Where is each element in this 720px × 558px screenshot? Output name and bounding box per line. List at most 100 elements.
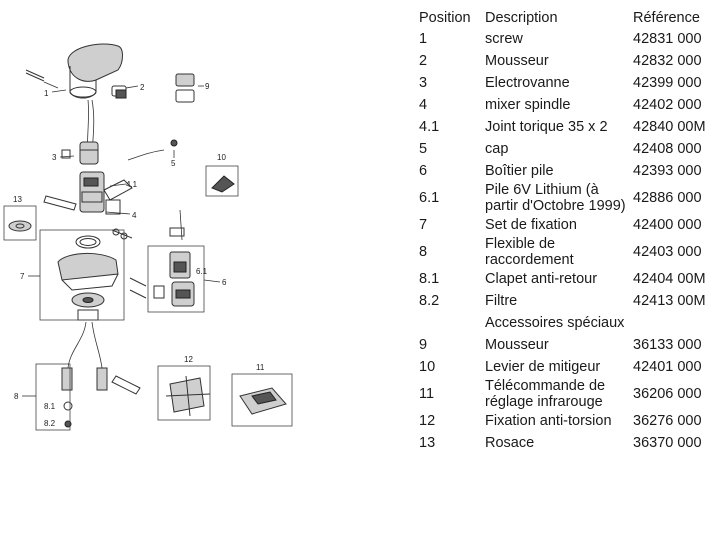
table-row: 3 Electrovanne 42399 000	[419, 73, 719, 95]
callout-8: 8	[14, 392, 19, 401]
row-position: 6.1	[419, 189, 440, 206]
part-rosace	[3, 205, 37, 241]
row-description: Set de fixation	[485, 216, 577, 233]
row-reference: 42400 000	[633, 216, 702, 233]
row-position: 4.1	[419, 119, 440, 136]
row-description: Fixation anti-torsion	[485, 412, 612, 429]
table-row: 12 Fixation anti-torsion 36276 000	[419, 411, 719, 433]
row-reference: 36276 000	[633, 412, 702, 429]
row-description: Mousseur	[485, 336, 549, 353]
callout-4-1: 4.1	[126, 180, 138, 189]
row-description: Pile 6V Lithium (à partir d'Octobre 1999…	[485, 182, 626, 214]
table-row: 2 Mousseur 42832 000	[419, 51, 719, 73]
row-position: 8.1	[419, 270, 440, 287]
row-position: 10	[419, 358, 436, 375]
row-position: 8.2	[419, 292, 440, 309]
row-description: cap	[485, 141, 509, 158]
row-position: 2	[419, 53, 428, 70]
callout-11: 11	[256, 363, 265, 372]
part-remote	[231, 373, 293, 427]
row-description: Télécommande de réglage infrarouge	[485, 377, 606, 410]
row-position: 8	[419, 243, 428, 260]
row-description: mixer spindle	[485, 97, 571, 114]
part-flexible-hoses	[61, 321, 108, 428]
row-reference: 42886 000	[633, 189, 702, 206]
row-position: 3	[419, 75, 428, 92]
row-description: Filtre	[485, 292, 518, 309]
row-reference: 42402 000	[633, 97, 702, 114]
part-mixer-lever	[205, 165, 239, 197]
callout-9: 9	[205, 82, 210, 91]
part-battery-box	[153, 209, 195, 307]
row-description: Accessoires spéciaux	[485, 314, 625, 331]
row-reference: 42831 000	[633, 31, 702, 48]
row-position: 6	[419, 163, 428, 180]
callout-8-1: 8.1	[44, 402, 56, 411]
callout-1: 1	[44, 89, 49, 98]
callout-13: 13	[13, 195, 22, 204]
row-reference: 42413 00M	[633, 292, 706, 309]
row-position: 11	[419, 385, 435, 402]
callout-8-2: 8.2	[44, 419, 56, 428]
table-header-row: Position Description Référence	[419, 8, 719, 29]
row-position: 9	[419, 336, 428, 353]
row-position: 1	[419, 31, 428, 48]
row-reference: 42840 00M	[633, 119, 706, 136]
row-position: 5	[419, 141, 428, 158]
row-description: Rosace	[485, 434, 535, 451]
table-row: 8.1 Clapet anti-retour 42404 00M	[419, 269, 719, 291]
row-reference: 42401 000	[633, 358, 702, 375]
table-row: 7 Set de fixation 42400 000	[419, 215, 719, 237]
row-reference: 42403 000	[633, 243, 702, 260]
row-position: 13	[419, 434, 436, 451]
callout-3: 3	[52, 153, 57, 162]
row-reference: 42832 000	[633, 53, 702, 70]
row-description: Mousseur	[485, 53, 549, 70]
row-reference: 42393 000	[633, 163, 702, 180]
part-hoses-left	[43, 195, 133, 240]
header-position: Position	[419, 9, 471, 26]
row-position: 12	[419, 412, 436, 429]
callout-5: 5	[171, 159, 176, 168]
row-position	[419, 313, 485, 335]
row-description: Flexible de raccordement	[485, 235, 574, 268]
callout-7: 7	[20, 272, 25, 281]
callout-2: 2	[140, 83, 145, 92]
table-row: 4 mixer spindle 42402 000	[419, 95, 719, 117]
callout-4: 4	[132, 211, 137, 220]
table-row: 1 screw 42831 000	[419, 29, 719, 51]
table-row: 8.2 Filtre 42413 00M	[419, 291, 719, 313]
header-reference: Référence	[633, 9, 700, 26]
row-reference: 42404 00M	[633, 270, 706, 287]
row-position: 7	[419, 216, 428, 233]
row-description: Joint torique 35 x 2	[485, 119, 608, 136]
row-reference: 42408 000	[633, 141, 702, 158]
part-solenoid	[61, 141, 99, 165]
row-description: Clapet anti-retour	[485, 270, 598, 287]
part-screw	[25, 69, 59, 89]
part-aerator-accessory	[175, 73, 195, 103]
row-description: screw	[485, 31, 523, 48]
faucet-body	[67, 43, 123, 99]
callout-6: 6	[222, 278, 227, 287]
row-reference	[633, 313, 719, 335]
table-row: 8 Flexible de raccordement 42403 000	[419, 235, 719, 269]
row-reference: 36206 000	[633, 385, 702, 402]
exploded-diagram: 1 2 3 4 4.1 5 6 6.1 7 8 8.1 8.2 9 10 11 …	[3, 43, 293, 431]
callout-6-1: 6.1	[196, 267, 208, 276]
row-description: Electrovanne	[485, 75, 570, 92]
row-position: 4	[419, 97, 428, 114]
part-anti-torsion	[157, 365, 211, 421]
row-reference: 42399 000	[633, 75, 702, 92]
table-row: 6.1 Pile 6V Lithium (à partir d'Octobre 1…	[419, 182, 719, 215]
callout-10: 10	[217, 153, 226, 162]
table-row: 5 cap 42408 000	[419, 139, 719, 161]
part-mixer-spindle	[79, 171, 133, 215]
